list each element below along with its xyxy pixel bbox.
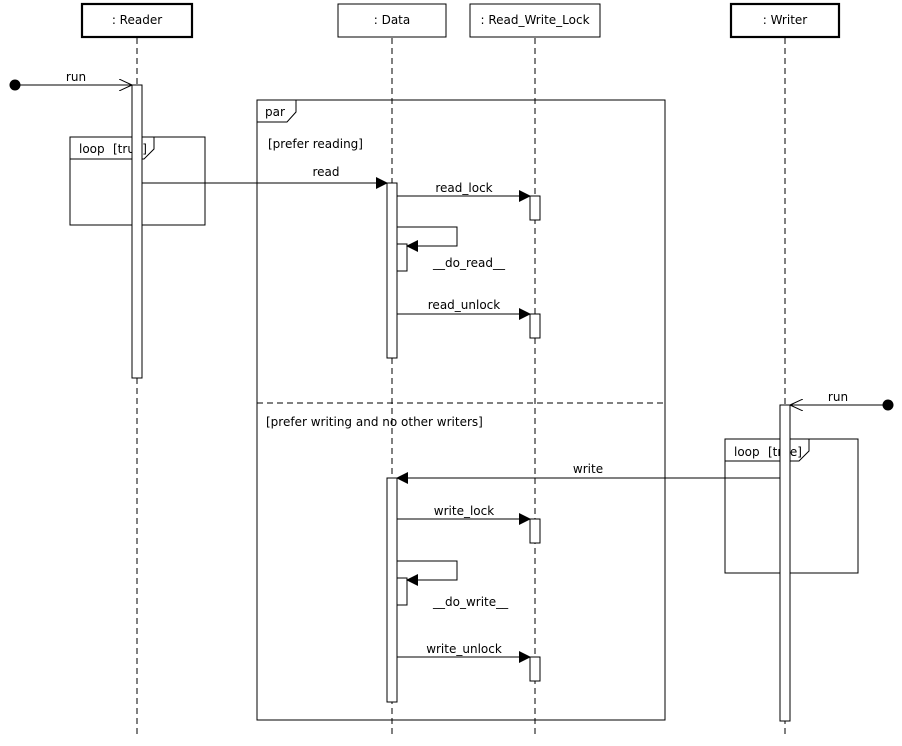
reader-header: : Reader [80, 2, 194, 39]
message-write-unlock: write_unlock [397, 642, 531, 663]
data-activation-read [386, 182, 398, 359]
write-lock-label: write_lock [434, 504, 494, 518]
message-read: read [142, 165, 388, 189]
message-do-write: __do_write__ [397, 560, 509, 609]
lock-header: : Read_Write_Lock [469, 3, 601, 38]
message-read-unlock: read_unlock [397, 298, 531, 320]
par-fragment: par [prefer reading] [prefer writing and… [256, 99, 666, 721]
message-write-lock: write_lock [397, 504, 531, 525]
message-writer-run: run [790, 390, 894, 411]
par-label: par [265, 105, 285, 119]
reader-run-label: run [66, 70, 86, 84]
message-read-lock: read_lock [397, 181, 531, 202]
lock-activation-write-lock [529, 518, 541, 544]
writer-run-label: run [828, 390, 848, 404]
data-activation-write [386, 477, 398, 703]
data-activation-do-write [396, 577, 408, 606]
do-write-label: __do_write__ [432, 595, 509, 609]
write-unlock-label: write_unlock [426, 642, 502, 656]
data-header-label: : Data [374, 13, 411, 27]
data-header: : Data [337, 3, 447, 38]
reader-header-label: : Reader [112, 13, 162, 27]
writer-activation [779, 404, 791, 722]
write-label: write [573, 462, 603, 476]
par-guard-reading: [prefer reading] [268, 137, 363, 151]
read-label: read [312, 165, 339, 179]
message-reader-run: run [9, 70, 133, 91]
reader-activation [131, 84, 143, 379]
writer-loop-fragment: loop [true] [724, 438, 859, 574]
read-lock-label: read_lock [435, 181, 492, 195]
message-do-read: __do_read__ [397, 226, 506, 270]
lock-activation-read-lock [529, 195, 541, 221]
read-unlock-label: read_unlock [428, 298, 501, 312]
lock-activation-read-unlock [529, 313, 541, 339]
writer-loop-label: loop [734, 445, 760, 459]
reader-loop-label: loop [79, 142, 105, 156]
do-read-label: __do_read__ [432, 256, 506, 270]
writer-header: : Writer [729, 2, 841, 39]
data-activation-do-read [396, 243, 408, 272]
lock-activation-write-unlock [529, 656, 541, 682]
par-guard-writing: [prefer writing and no other writers] [266, 415, 483, 429]
message-write: write [396, 462, 780, 484]
lock-header-label: : Read_Write_Lock [480, 13, 589, 27]
writer-header-label: : Writer [763, 13, 808, 27]
